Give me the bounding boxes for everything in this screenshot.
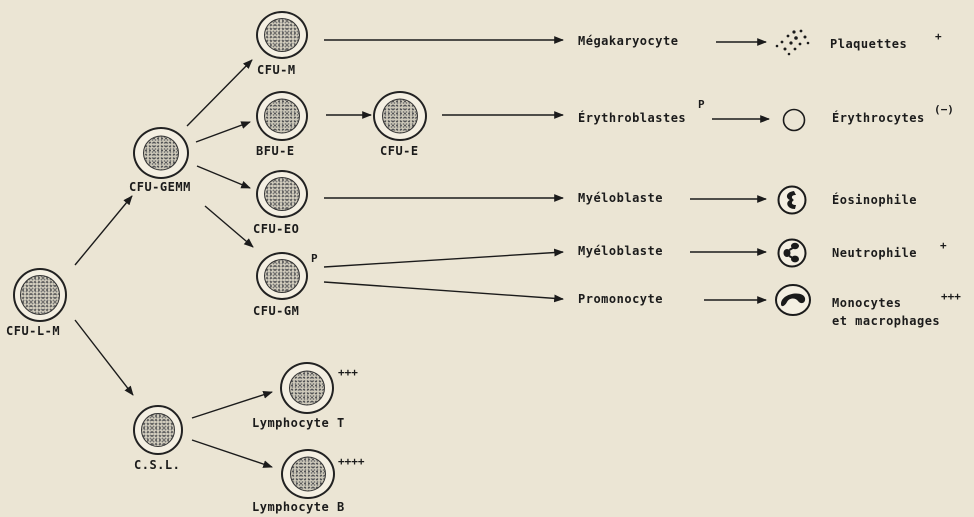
arrow-cfugemm-cfugm bbox=[205, 206, 253, 247]
arrow-csl-lymph-t bbox=[192, 392, 272, 418]
cell-lymphocyte-t bbox=[280, 362, 334, 414]
label-erythrocytes: Érythrocytes bbox=[832, 111, 925, 125]
cell-cfu-gemm bbox=[133, 127, 189, 179]
arrow-csl-lymph-b bbox=[192, 440, 272, 467]
label-macrophages: et macrophages bbox=[832, 314, 940, 328]
label-cfu-gemm: CFU-GEMM bbox=[129, 180, 191, 194]
mark-lymphocyte-b: ++++ bbox=[338, 455, 365, 468]
label-erythroblastes: Érythroblastes bbox=[578, 111, 686, 125]
platelets-icon bbox=[774, 27, 814, 57]
label-cfu-lm: CFU-L-M bbox=[6, 324, 60, 338]
arrow-cfugm-promonocyte bbox=[324, 282, 563, 299]
label-monocytes: Monocytes bbox=[832, 296, 902, 310]
mark-cfu-gm: P bbox=[311, 252, 318, 265]
label-neutrophile: Neutrophile bbox=[832, 246, 917, 260]
cell-lymphocyte-b bbox=[281, 449, 335, 499]
arrow-cfulm-cfugemm bbox=[75, 196, 132, 265]
label-csl: C.S.L. bbox=[134, 458, 180, 472]
arrow-cfugm-myeloblaste bbox=[324, 252, 563, 267]
cell-cfu-e bbox=[373, 91, 427, 141]
cell-csl bbox=[133, 405, 183, 455]
label-lymphocyte-t: Lymphocyte T bbox=[252, 416, 345, 430]
label-cfu-eo: CFU-EO bbox=[253, 222, 299, 236]
mark-neutrophile: + bbox=[940, 239, 947, 252]
arrow-cfugemm-cfum bbox=[187, 60, 252, 126]
label-myeloblaste-eosinophil: Myéloblaste bbox=[578, 191, 663, 205]
monocyte-icon bbox=[774, 283, 812, 317]
label-myeloblaste-neutrophil: Myéloblaste bbox=[578, 244, 663, 258]
mark-monocytes: +++ bbox=[941, 290, 961, 303]
mark-erythrocytes: (−) bbox=[934, 103, 954, 116]
arrow-cfugemm-bfue bbox=[196, 122, 250, 142]
neutrophil-icon bbox=[776, 237, 808, 269]
label-cfu-m: CFU-M bbox=[257, 63, 296, 77]
mark-lymphocyte-t: +++ bbox=[338, 366, 358, 379]
label-megakaryocyte: Mégakaryocyte bbox=[578, 34, 678, 48]
label-cfu-gm: CFU-GM bbox=[253, 304, 299, 318]
mark-erythroblastes: P bbox=[698, 98, 705, 111]
cell-cfu-m bbox=[256, 11, 308, 59]
eosinophil-icon bbox=[776, 184, 808, 216]
cell-cfu-lm bbox=[13, 268, 67, 322]
cell-cfu-gm bbox=[256, 252, 308, 300]
erythrocyte-icon bbox=[781, 107, 807, 133]
label-promonocyte: Promonocyte bbox=[578, 292, 663, 306]
label-cfu-e: CFU-E bbox=[380, 144, 419, 158]
label-plaquettes: Plaquettes bbox=[830, 37, 907, 51]
arrow-cfugemm-cfueo bbox=[197, 166, 250, 188]
mark-plaquettes: + bbox=[935, 30, 942, 43]
cell-cfu-eo bbox=[256, 170, 308, 218]
label-eosinophile: Éosinophile bbox=[832, 193, 917, 207]
label-lymphocyte-b: Lymphocyte B bbox=[252, 500, 345, 514]
cell-bfu-e bbox=[256, 91, 308, 141]
label-bfu-e: BFU-E bbox=[256, 144, 295, 158]
arrow-cfulm-csl bbox=[75, 320, 133, 395]
